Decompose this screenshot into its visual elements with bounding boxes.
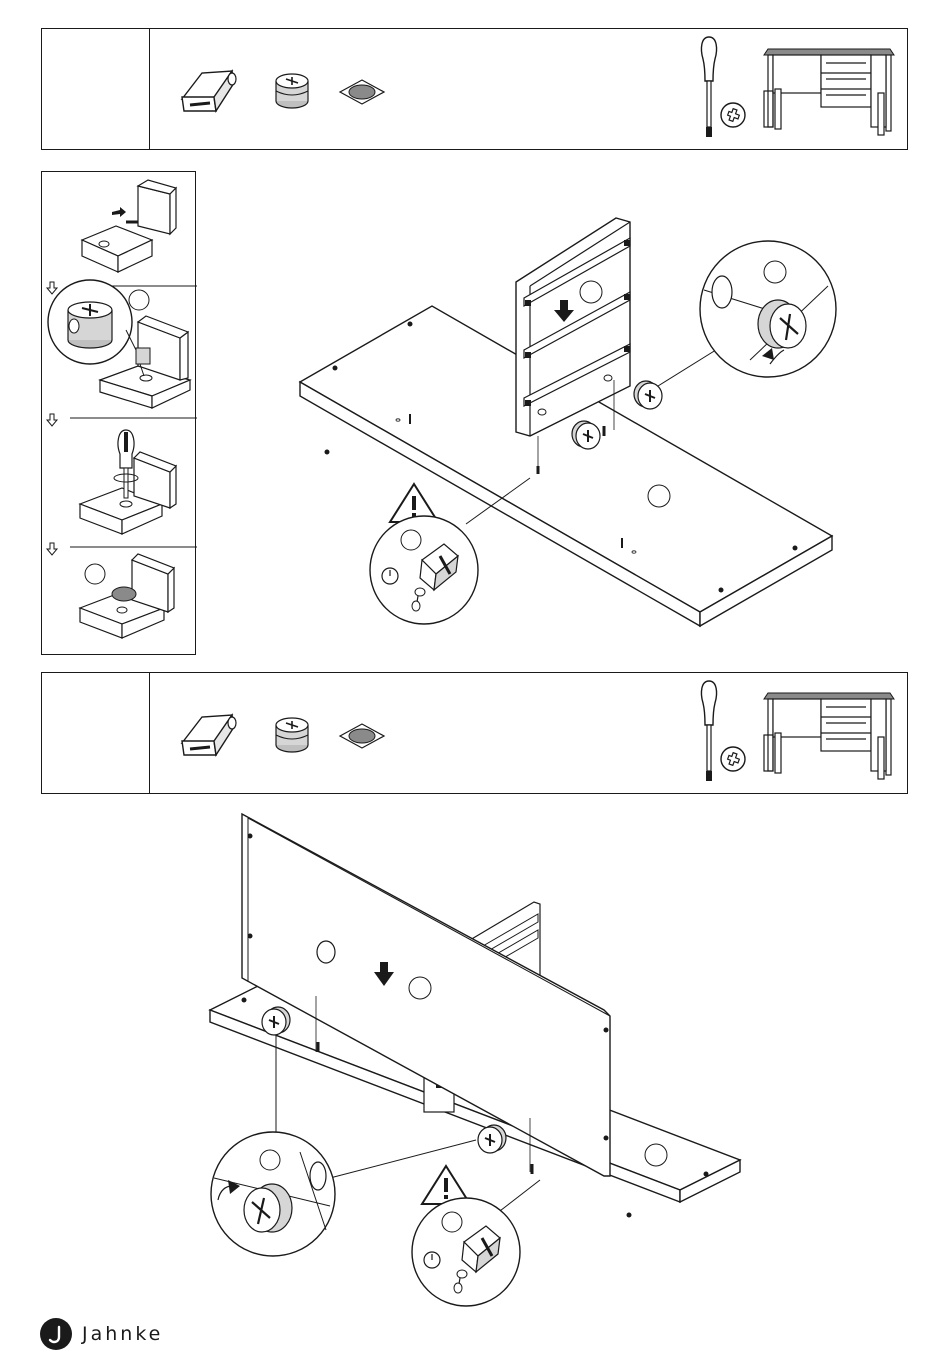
cam-lock-icon: [276, 718, 308, 752]
clock-icon: [382, 568, 398, 584]
clock-icon: [424, 1252, 440, 1268]
cam-lock-zoom-detail-2: [211, 1132, 335, 1256]
brand-logo: Jahnke: [40, 1318, 163, 1350]
cam-lock-housing-icon: [182, 715, 236, 755]
cam-lock-zoom-detail: [700, 241, 836, 377]
step-header-2: [41, 672, 908, 794]
screwdriver-icon: [701, 681, 716, 781]
brand-logo-mark: [40, 1318, 72, 1350]
phillips-head-icon: [721, 747, 745, 771]
housing-zoom-detail-2: [412, 1198, 520, 1306]
cam-lock-icon: [634, 381, 662, 409]
cover-cap-icon: [340, 724, 384, 748]
desk-icon: [764, 693, 894, 779]
cam-lock-icon: [478, 1125, 506, 1153]
back-panel: [242, 814, 610, 1176]
brand-name: Jahnke: [82, 1323, 163, 1345]
housing-zoom-detail: [370, 516, 478, 624]
